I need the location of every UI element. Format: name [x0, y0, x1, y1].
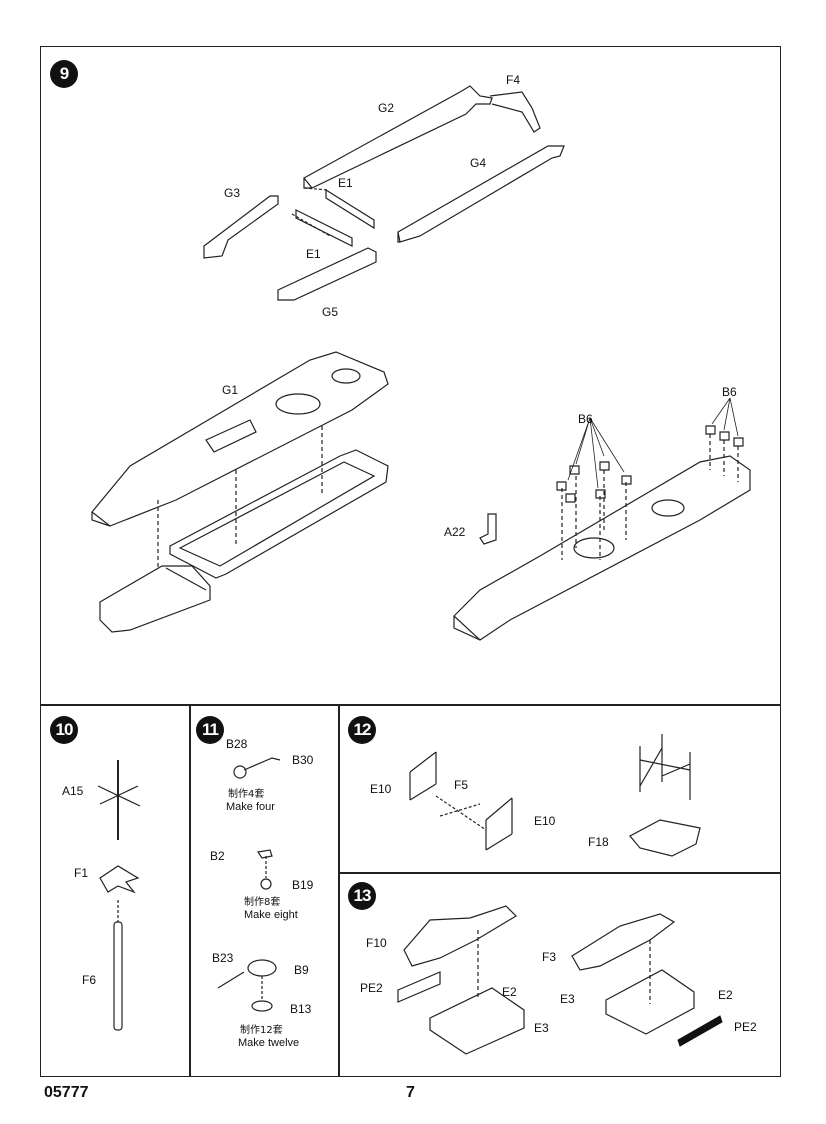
product-code: 05777: [44, 1084, 89, 1101]
label-b19: B19: [292, 878, 314, 892]
label-b30: B30: [292, 753, 314, 767]
note-twelve-cn: 制作12套: [240, 1025, 283, 1036]
part-e1-bottom: [296, 210, 352, 246]
label-f10: F10: [366, 936, 387, 950]
label-e2-left: E2: [502, 985, 517, 999]
step-12-badge: 12: [348, 716, 376, 744]
note-twelve-en: Make twelve: [238, 1037, 300, 1049]
step-10-badge: 10: [50, 716, 78, 744]
label-g1: G1: [222, 383, 239, 397]
part-e1-top: [326, 190, 374, 228]
part-g5: [278, 248, 376, 300]
note-eight-cn: 制作8套: [244, 897, 281, 908]
label-g5: G5: [322, 305, 339, 319]
hull-base: [170, 450, 388, 578]
label-b23: B23: [212, 951, 234, 965]
step-12-panel: [338, 704, 781, 874]
label-g3: G3: [224, 186, 241, 200]
label-e10-left: E10: [370, 782, 392, 796]
label-e3-left: E3: [534, 1021, 549, 1035]
label-f4: F4: [506, 73, 521, 87]
part-f10: [404, 906, 516, 966]
part-pe2-left: [398, 972, 440, 1002]
step-11-badge: 11: [196, 716, 224, 744]
label-b13: B13: [290, 1002, 312, 1016]
note-four-en: Make four: [226, 801, 275, 813]
step-13-badge: 13: [348, 882, 376, 910]
note-four-cn: 制作4套: [228, 789, 265, 800]
part-f4: [490, 92, 540, 132]
label-pe2-right: PE2: [734, 1020, 757, 1034]
step-13-panel: [338, 872, 781, 1077]
part-f5: [436, 796, 486, 830]
step-11-panel: [189, 704, 340, 1077]
label-f1: F1: [74, 866, 89, 880]
step-9-badge: 9: [50, 60, 78, 88]
part-e3-right: [606, 970, 694, 1034]
part-g2: [304, 86, 492, 188]
part-e3-left: [430, 988, 524, 1054]
part-f6: [114, 922, 122, 1030]
label-b2: B2: [210, 849, 225, 863]
step-9-panel: [40, 46, 781, 706]
label-b9: B9: [294, 963, 309, 977]
label-e3-right: E3: [560, 992, 575, 1006]
label-b6-a: B6: [578, 412, 593, 426]
label-pe2-left: PE2: [360, 981, 383, 995]
label-f5: F5: [454, 778, 469, 792]
page-number: 7: [406, 1084, 415, 1101]
part-g4: [398, 146, 564, 242]
label-a15: A15: [62, 784, 84, 798]
part-g3: [204, 196, 278, 258]
label-a22: A22: [444, 525, 466, 539]
label-e1-top: E1: [338, 176, 353, 190]
label-e1-bottom: E1: [306, 247, 321, 261]
part-pe2-right: [678, 1016, 722, 1046]
label-e10-right: E10: [534, 814, 556, 828]
part-a22: [480, 514, 496, 544]
step-10-panel: [40, 704, 191, 1077]
label-e2-right: E2: [718, 988, 733, 1002]
part-f1: [100, 866, 138, 892]
part-f18: [630, 820, 700, 856]
label-f18: F18: [588, 835, 609, 849]
label-b6-b: B6: [722, 385, 737, 399]
label-b28: B28: [226, 737, 248, 751]
label-f6: F6: [82, 973, 97, 987]
label-g2: G2: [378, 101, 395, 115]
label-g4: G4: [470, 156, 487, 170]
part-f3: [572, 914, 674, 970]
label-f3: F3: [542, 950, 557, 964]
note-eight-en: Make eight: [244, 909, 298, 921]
part-g1: [92, 352, 388, 526]
